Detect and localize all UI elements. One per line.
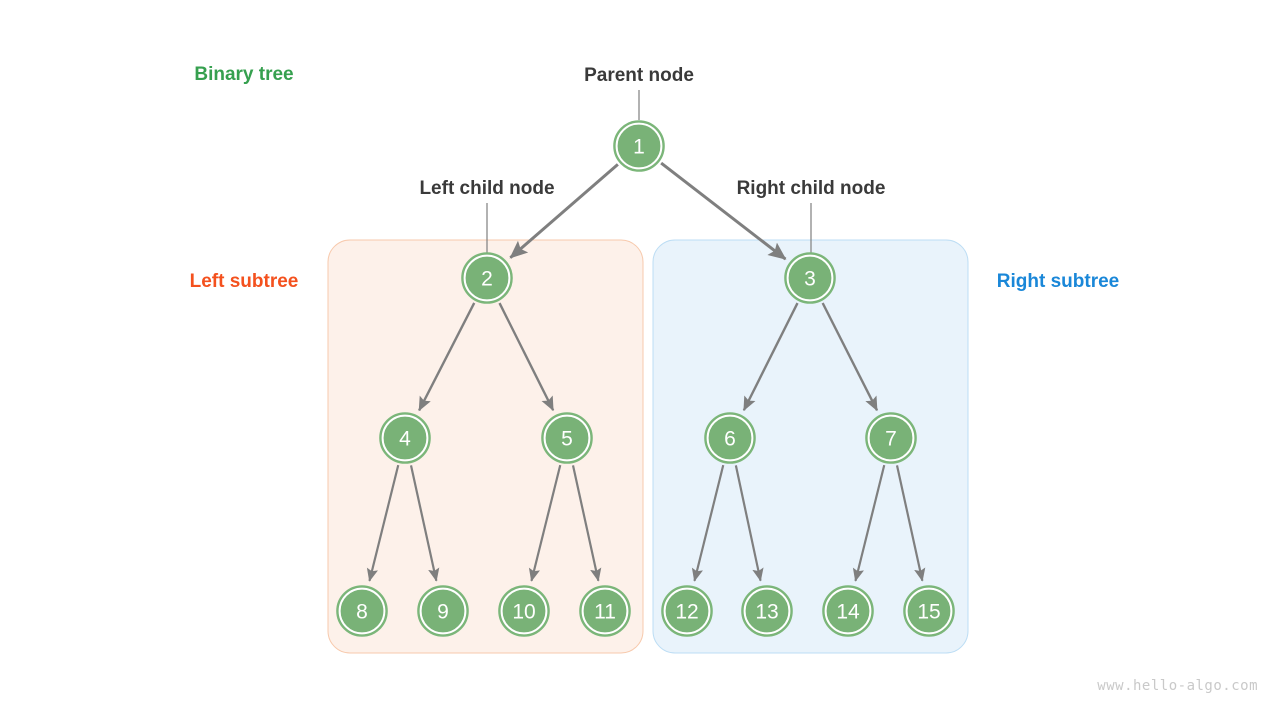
tree-edge [895,465,926,582]
node-inner-ring [786,254,834,302]
node-disc [666,590,708,632]
tree-node: 13 [741,585,793,637]
label-right-subtree: Right subtree [997,271,1119,292]
node-disc [746,590,788,632]
node-inner-ring [663,587,711,635]
node-disc [503,590,545,632]
left-subtree-region [327,239,644,654]
node-disc [584,590,626,632]
tree-node: 12 [661,585,713,637]
node-value: 14 [836,601,860,624]
tree-node: 10 [498,585,550,637]
node-inner-ring [706,414,754,462]
tree-edge [571,465,602,582]
node-disc [384,417,426,459]
node-inner-ring [824,587,872,635]
node-inner-ring [463,254,511,302]
tree-node: 6 [704,412,756,464]
tree-edge [418,302,476,412]
node-value: 12 [675,601,698,624]
node-inner-ring [581,587,629,635]
subtree-regions [327,239,969,654]
node-value: 7 [885,428,897,451]
label-left-child-node: Left child node [419,178,554,199]
node-inner-ring [381,414,429,462]
label-right-child-node: Right child node [737,178,886,199]
annotation-leader-lines [486,90,812,253]
tree-node: 3 [784,252,836,304]
node-disc [789,257,831,299]
tree-edge [528,464,562,582]
tree-edge [498,302,555,412]
node-disc [827,590,869,632]
node-inner-ring [338,587,386,635]
tree-node: 2 [461,252,513,304]
node-inner-ring [905,587,953,635]
node-disc [422,590,464,632]
node-inner-ring [543,414,591,462]
tree-node: 15 [903,585,955,637]
node-value: 6 [724,428,736,451]
tree-node: 8 [336,585,388,637]
node-value: 9 [437,601,449,624]
node-inner-ring [419,587,467,635]
node-value: 11 [594,601,616,624]
tree-edges [366,161,926,582]
node-inner-ring [615,122,663,170]
node-value: 4 [399,428,411,451]
node-value: 5 [561,428,573,451]
tree-node: 4 [379,412,431,464]
node-value: 2 [481,268,493,291]
tree-node: 5 [541,412,593,464]
node-value: 3 [804,268,816,291]
node-disc [870,417,912,459]
tree-edge [409,465,440,582]
tree-edge [509,163,619,259]
node-value: 15 [917,601,940,624]
tree-edge [366,464,400,582]
label-parent-node: Parent node [584,65,694,86]
label-binary-tree: Binary tree [194,64,293,85]
node-disc [341,590,383,632]
tree-edge [734,465,764,582]
tree-edge [742,302,799,412]
node-inner-ring [500,587,548,635]
watermark: www.hello-algo.com [1097,678,1258,694]
tree-node: 9 [417,585,469,637]
tree-node: 1 [613,120,665,172]
tree-edge [660,161,787,261]
node-inner-ring [867,414,915,462]
node-disc [546,417,588,459]
node-disc [466,257,508,299]
tree-node: 7 [865,412,917,464]
tree-node: 14 [822,585,874,637]
node-value: 10 [512,601,535,624]
tree-edge [691,464,725,582]
label-left-subtree: Left subtree [190,271,299,292]
node-value: 1 [633,136,645,159]
tree-edge [821,302,879,412]
node-value: 13 [755,601,778,624]
node-value: 8 [356,601,368,624]
tree-edge [852,464,886,582]
tree-node: 11 [579,585,631,637]
node-inner-ring [743,587,791,635]
node-disc [618,125,660,167]
node-disc [908,590,950,632]
node-disc [709,417,751,459]
